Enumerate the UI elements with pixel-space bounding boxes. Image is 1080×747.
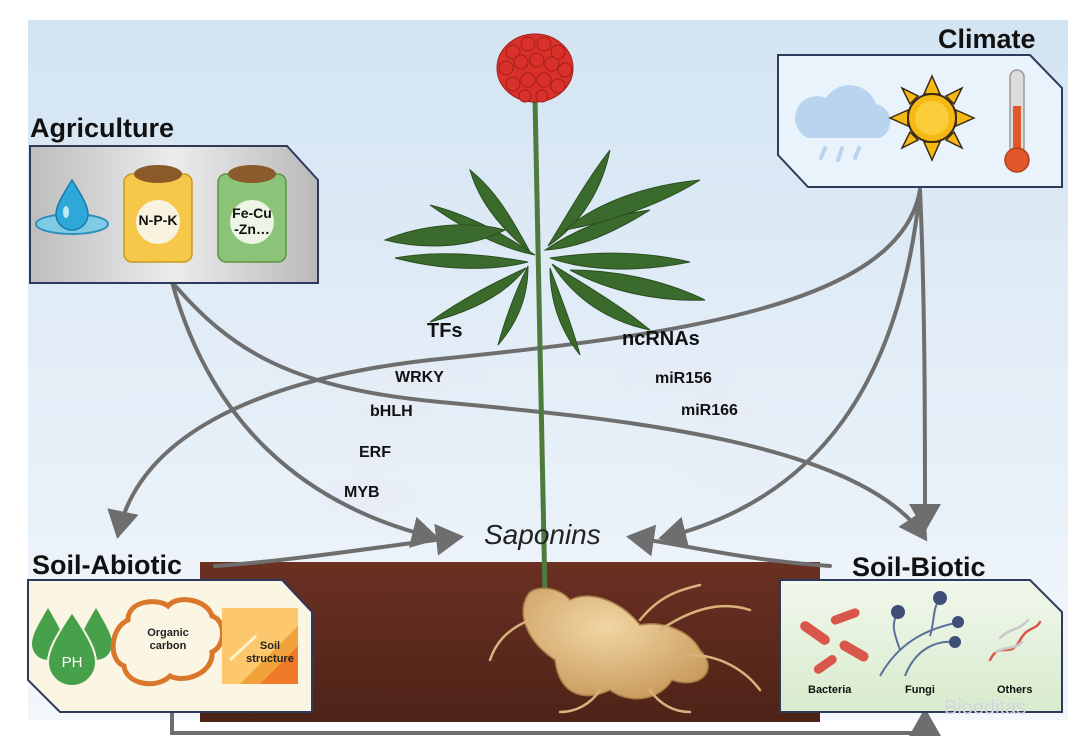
- others-icon: [988, 618, 1042, 662]
- fertilizer-npk-label: N-P-K: [138, 212, 178, 228]
- arrow-soil-biotic-saponins: [626, 524, 832, 568]
- climate-panel: [777, 54, 1063, 188]
- organic-carbon-line2: carbon: [149, 640, 187, 652]
- soil-biotic-title: Soil-Biotic: [852, 552, 986, 582]
- fertilizer-micronutrient-line2: -Zn…: [234, 221, 270, 237]
- thermometer-icon: [1004, 69, 1030, 173]
- arrow-soil-abiotic-saponins: [213, 523, 464, 568]
- fertilizer-micronutrient-label: Fe-Cu -Zn…: [222, 205, 282, 237]
- tf-bhlh: bHLH: [370, 403, 413, 420]
- arrow-agriculture-saponins: [170, 280, 440, 548]
- soil-abiotic-title: Soil-Abiotic: [32, 550, 182, 580]
- fertilizer-bag-icon: [217, 165, 287, 263]
- ginseng-plant-icon: [383, 33, 706, 596]
- bacteria-icon: [800, 608, 869, 674]
- tf-wrky: WRKY: [395, 369, 444, 386]
- soil-structure-icon: [222, 608, 298, 684]
- soil-abiotic-panel: [27, 579, 313, 713]
- cloud-rain-icon: [795, 85, 891, 162]
- tf-myb: MYB: [344, 484, 380, 501]
- ncrna-mir156: miR156: [655, 370, 712, 387]
- others-label: Others: [997, 684, 1033, 696]
- saponins-label: Saponins: [484, 519, 601, 550]
- organic-carbon-line1: Organic: [147, 627, 189, 639]
- fungi-label: Fungi: [905, 684, 935, 696]
- arrow-agriculture-soil-biotic: [170, 280, 928, 542]
- agriculture-panel: [29, 145, 319, 284]
- climate-title: Climate: [938, 24, 1036, 54]
- soil-structure-label: Soil structure: [242, 640, 298, 666]
- watermark: Bioeditas: [944, 697, 1027, 719]
- fertilizer-micronutrient-line1: Fe-Cu: [232, 205, 272, 221]
- agriculture-title: Agriculture: [30, 113, 175, 143]
- soil-biotic-panel: [779, 579, 1063, 713]
- organic-carbon-icon: [110, 597, 225, 687]
- organic-carbon-label: Organic carbon: [130, 627, 206, 653]
- arrow-climate-saponins: [658, 188, 922, 548]
- fertilizer-bag-icon: [123, 165, 193, 263]
- arrow-climate-soil-biotic: [908, 188, 941, 532]
- bacteria-label: Bacteria: [808, 684, 852, 696]
- arrow-soil-abiotic-soil-biotic: [170, 703, 941, 736]
- arrow-climate-soil-abiotic: [107, 188, 922, 539]
- ph-drop-icon: [32, 608, 112, 687]
- ph-label: PH: [61, 654, 83, 671]
- sun-icon: [888, 74, 976, 162]
- ncrna-mir166: miR166: [681, 402, 738, 419]
- tfs-title: TFs: [427, 320, 463, 342]
- tf-erf: ERF: [359, 444, 391, 461]
- water-drop-icon: [35, 178, 109, 235]
- soil-structure-line2: structure: [246, 653, 294, 665]
- ncrnas-title: ncRNAs: [622, 328, 700, 350]
- influence-arrows: [107, 188, 941, 736]
- ginseng-root-icon: [488, 583, 762, 714]
- soil-structure-line1: Soil: [259, 640, 281, 652]
- fungi-icon: [879, 591, 964, 677]
- regulator-glows: [295, 356, 820, 538]
